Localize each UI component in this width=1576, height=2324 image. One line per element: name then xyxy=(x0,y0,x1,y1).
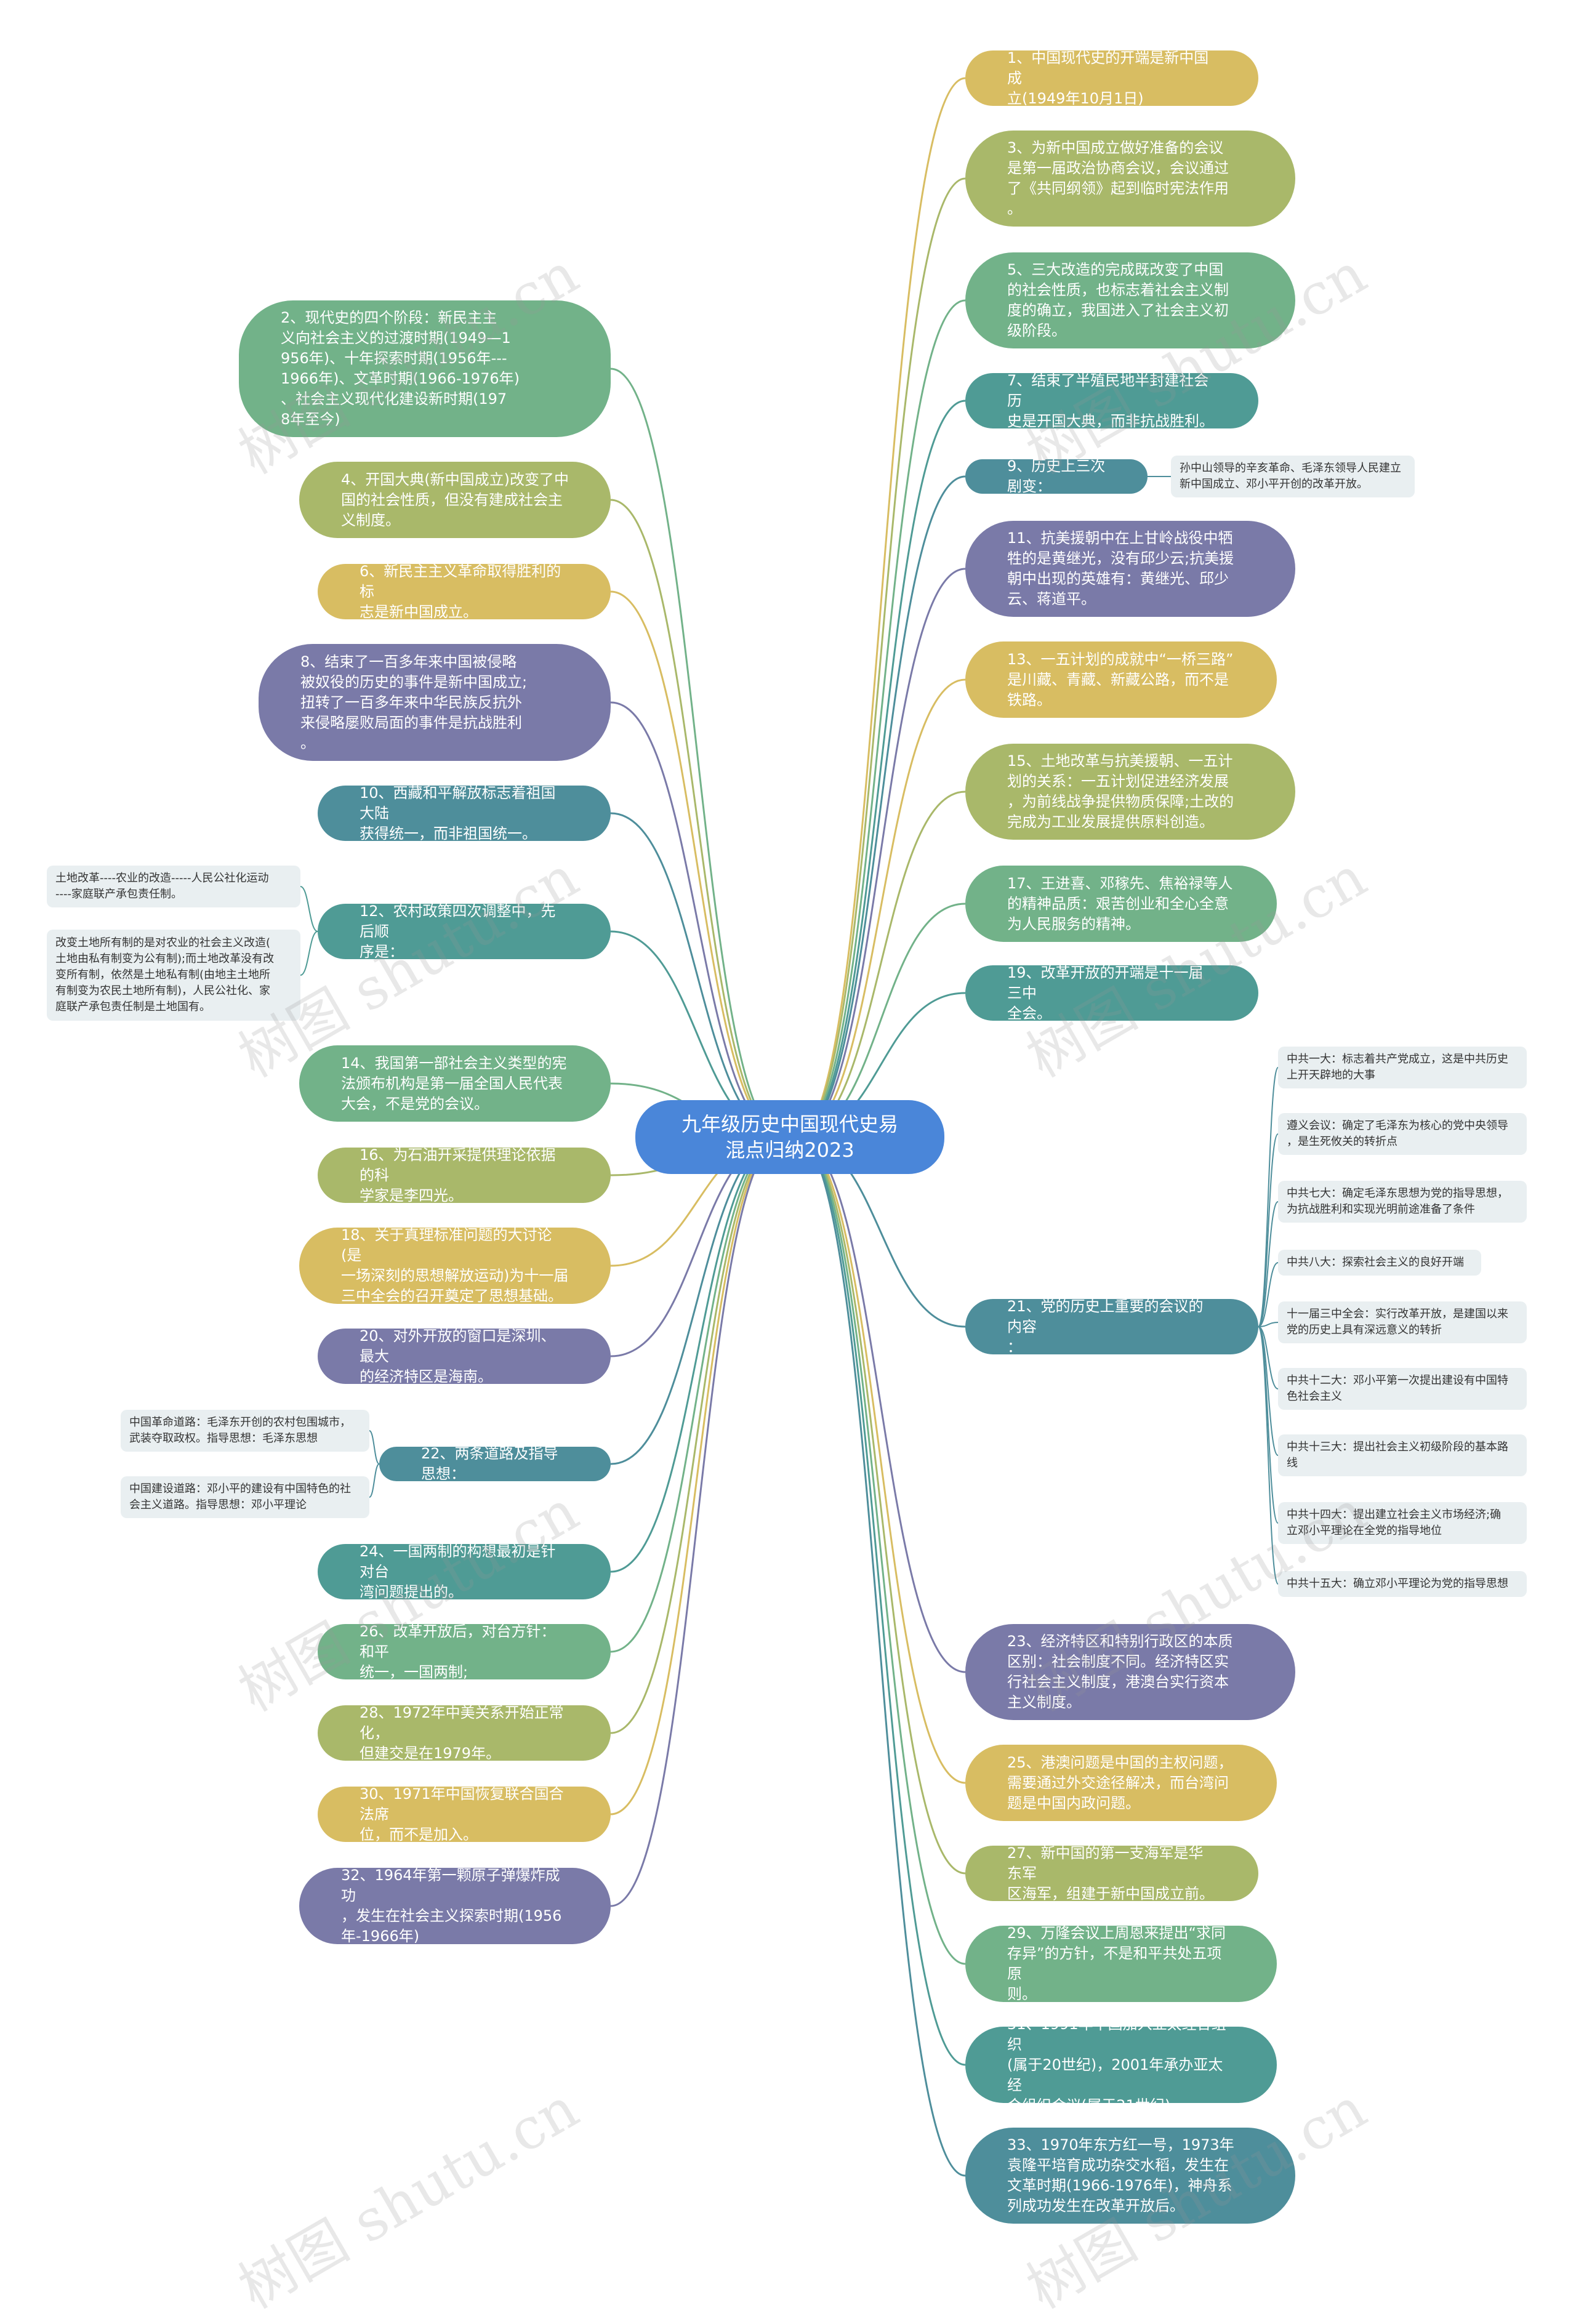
connector-line xyxy=(369,1430,380,1465)
topic-node-4[interactable]: 4、开国大典(新中国成立)改变了中 国的社会性质，但没有建成社会主 义制度。 xyxy=(299,462,611,538)
connector-line xyxy=(795,299,966,1138)
connector-line xyxy=(1258,1133,1279,1327)
connector-line xyxy=(795,1136,966,1965)
connector-line xyxy=(795,790,966,1138)
leaf-note[interactable]: 土地改革----农业的改造-----人民公社化运动 ----家庭联产承包责任制。 xyxy=(47,866,300,907)
connector-line xyxy=(300,931,318,976)
connector-line xyxy=(1258,1326,1279,1389)
connector-line xyxy=(795,1136,966,2066)
topic-node-30[interactable]: 30、1971年中国恢复联合国合法席 位，而不是加入。 xyxy=(318,1785,611,1843)
topic-node-9[interactable]: 9、历史上三次剧变： xyxy=(965,457,1148,495)
leaf-note[interactable]: 中共一大：标志着共产党成立，这是中共历史 上开天辟地的大事 xyxy=(1278,1047,1527,1088)
topic-node-23[interactable]: 23、经济特区和特别行政区的本质 区别：社会制度不同。经济特区实 行社会主义制度… xyxy=(965,1624,1295,1720)
leaf-note[interactable]: 中国革命道路：毛泽东开创的农村包围城市， 武装夺取政权。指导思想：毛泽东思想 xyxy=(121,1410,369,1452)
leaf-note[interactable]: 孙中山领导的辛亥革命、毛泽东领导人民建立 新中国成立、邓小平开创的改革开放。 xyxy=(1171,456,1415,497)
topic-node-7[interactable]: 7、结束了半殖民地半封建社会历 史是开国大典，而非抗战胜利。 xyxy=(965,372,1258,430)
topic-node-2[interactable]: 2、现代史的四个阶段：新民主主 义向社会主义的过渡时期(1949—1 956年)… xyxy=(239,300,611,437)
topic-node-6[interactable]: 6、新民主主义革命取得胜利的标 志是新中国成立。 xyxy=(318,563,611,621)
connector-line xyxy=(369,1463,380,1498)
connector-line xyxy=(1258,1262,1279,1327)
topic-node-12[interactable]: 12、农村政策四次调整中，先后顺 序是： xyxy=(318,903,611,960)
connector-line xyxy=(610,499,784,1138)
connector-line xyxy=(610,1136,784,1734)
connector-line xyxy=(610,1136,784,1465)
leaf-note[interactable]: 中共十二大：邓小平第一次提出建设有中国特 色社会主义 xyxy=(1278,1368,1527,1410)
connector-line xyxy=(610,701,784,1138)
topic-node-27[interactable]: 27、新中国的第一支海军是华东军 区海军，组建于新中国成立前。 xyxy=(965,1844,1258,1902)
leaf-note[interactable]: 中国建设道路：邓小平的建设有中国特色的社 会主义道路。指导思想：邓小平理论 xyxy=(121,1476,369,1518)
leaf-note[interactable]: 中共十四大：提出建立社会主义市场经济;确 立邓小平理论在全党的指导地位 xyxy=(1278,1502,1527,1544)
topic-node-16[interactable]: 16、为石油开采提供理论依据的科 学家是李四光。 xyxy=(318,1146,611,1204)
connector-line xyxy=(610,1136,784,1815)
topic-node-24[interactable]: 24、一国两制的构想最初是针对台 湾问题提出的。 xyxy=(318,1543,611,1601)
leaf-note[interactable]: 中共十三大：提出社会主义初级阶段的基本路 线 xyxy=(1278,1434,1527,1476)
topic-node-1[interactable]: 1、中国现代史的开端是新中国成 立(1949年10月1日) xyxy=(965,49,1258,107)
topic-node-31[interactable]: 31、1991年中国加入亚太经合组织 (属于20世纪)，2001年承办亚太经 合… xyxy=(965,2016,1277,2114)
leaf-note[interactable]: 改变土地所有制的是对农业的社会主义改造( 土地由私有制变为公有制);而土地改革没… xyxy=(47,930,300,1021)
topic-node-17[interactable]: 17、王进喜、邓稼先、焦裕禄等人 的精神品质：艰苦创业和全心全意 为人民服务的精… xyxy=(965,866,1277,942)
connector-line xyxy=(795,400,966,1138)
topic-node-11[interactable]: 11、抗美援朝中在上甘岭战役中牺 牲的是黄继光，没有邱少云;抗美援 朝中出现的英… xyxy=(965,521,1295,617)
connector-line xyxy=(795,77,966,1138)
connector-line xyxy=(795,475,966,1138)
connector-line xyxy=(1258,1326,1279,1456)
connector-line xyxy=(1258,1067,1279,1327)
topic-node-18[interactable]: 18、关于真理标准问题的大讨论(是 一场深刻的思想解放运动)为十一届 三中全会的… xyxy=(299,1226,611,1305)
connector-line xyxy=(1258,1201,1279,1327)
topic-node-21[interactable]: 21、党的历史上重要的会议的内容 ： xyxy=(965,1298,1258,1356)
connector-line xyxy=(1258,1322,1279,1327)
topic-node-5[interactable]: 5、三大改造的完成既改变了中国 的社会性质，也标志着社会主义制 度的确立，我国进… xyxy=(965,252,1295,348)
leaf-note[interactable]: 遵义会议：确定了毛泽东为核心的党中央领导 ，是生死攸关的转折点 xyxy=(1278,1113,1527,1155)
connector-line xyxy=(610,1136,784,1907)
topic-node-26[interactable]: 26、改革开放后，对台方针：和平 统一，一国两制; xyxy=(318,1623,611,1681)
connector-line xyxy=(610,1136,784,1653)
connector-line xyxy=(795,1136,966,1875)
leaf-note[interactable]: 中共十五大：确立邓小平理论为党的指导思想 xyxy=(1278,1571,1527,1597)
topic-node-32[interactable]: 32、1964年第一颗原子弹爆炸成功 ，发生在社会主义探索时期(1956 年-1… xyxy=(299,1867,611,1945)
topic-node-13[interactable]: 13、一五计划的成就中“一桥三路” 是川藏、青藏、新藏公路，而不是 铁路。 xyxy=(965,641,1277,718)
topic-node-22[interactable]: 22、两条道路及指导思想： xyxy=(379,1445,611,1482)
leaf-note[interactable]: 中共七大：确定毛泽东思想为党的指导思想， 为抗战胜利和实现光明前途准备了条件 xyxy=(1278,1181,1527,1223)
connector-line xyxy=(610,368,784,1138)
central-topic[interactable]: 九年级历史中国现代史易 混点归纳2023 xyxy=(635,1100,944,1174)
topic-node-28[interactable]: 28、1972年中美关系开始正常化， 但建交是在1979年。 xyxy=(318,1704,611,1762)
topic-node-29[interactable]: 29、万隆会议上周恩来提出“求同 存异”的方针，不是和平共处五项原 则。 xyxy=(965,1924,1277,2003)
connector-line xyxy=(610,590,784,1138)
topic-node-14[interactable]: 14、我国第一部社会主义类型的宪 法颁布机构是第一届全国人民代表 大会，不是党的… xyxy=(299,1045,611,1122)
connector-line xyxy=(1258,1326,1279,1585)
connector-line xyxy=(795,1136,966,2177)
leaf-note[interactable]: 十一届三中全会：实行改革开放，是建国以来 党的历史上具有深远意义的转折 xyxy=(1278,1301,1527,1343)
topic-node-19[interactable]: 19、改革开放的开端是十一届三中 全会。 xyxy=(965,964,1258,1022)
topic-node-8[interactable]: 8、结束了一百多年来中国被侵略 被奴役的历史的事件是新中国成立; 扭转了一百多年… xyxy=(259,644,611,761)
connector-line xyxy=(795,177,966,1138)
topic-node-20[interactable]: 20、对外开放的窗口是深圳、最大 的经济特区是海南。 xyxy=(318,1327,611,1385)
leaf-note[interactable]: 中共八大：探索社会主义的良好开端 xyxy=(1278,1250,1481,1276)
topic-node-3[interactable]: 3、为新中国成立做好准备的会议 是第一届政治协商会议，会议通过 了《共同纲领》起… xyxy=(965,131,1295,227)
topic-node-33[interactable]: 33、1970年东方红一号，1973年 袁隆平培育成功杂交水稻，发生在 文革时期… xyxy=(965,2128,1295,2224)
connector-line xyxy=(795,1136,966,1784)
topic-node-25[interactable]: 25、港澳问题是中国的主权问题， 需要通过外交途径解决，而台湾问 题是中国内政问… xyxy=(965,1745,1277,1821)
connector-line xyxy=(300,886,318,932)
topic-node-10[interactable]: 10、西藏和平解放标志着祖国大陆 获得统一，而非祖国统一。 xyxy=(318,784,611,842)
connector-line xyxy=(795,678,966,1138)
topic-node-15[interactable]: 15、土地改革与抗美援朝、一五计 划的关系：一五计划促进经济发展 ，为前线战争提… xyxy=(965,744,1295,840)
